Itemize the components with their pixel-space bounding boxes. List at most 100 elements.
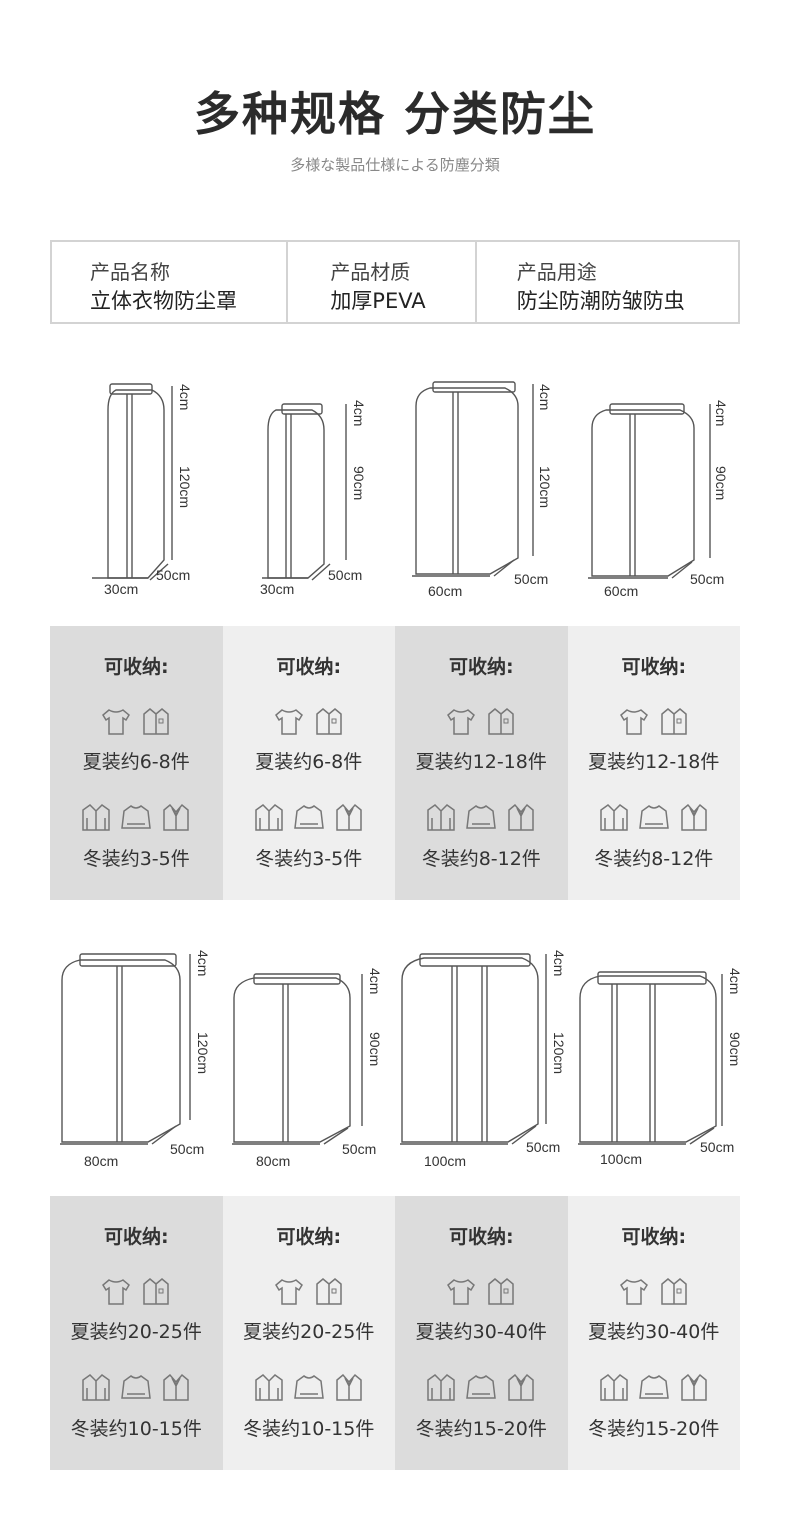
depth-label: 50cm: [156, 567, 190, 583]
info-label: 产品名称: [90, 260, 170, 284]
capacity-panel: 可收纳: 夏装约12-18件 冬装约8-12件: [395, 626, 568, 900]
winter-icons: [568, 1370, 741, 1404]
width-label: 30cm: [260, 581, 294, 597]
height-label: 120cm: [177, 466, 193, 508]
winter-icons: [568, 800, 741, 834]
summer-icons: [395, 1274, 568, 1308]
page-subtitle: 多様な製品仕様による防塵分類: [290, 156, 500, 174]
shirt-icon: [488, 1278, 514, 1305]
top-label: 4cm: [537, 384, 553, 410]
info-cell-name: 产品名称 立体衣物防尘罩: [52, 242, 289, 322]
sweater-icon: [293, 1375, 324, 1399]
jacket-icon: [600, 804, 628, 831]
size-diagrams-row-2: 80cm 50cm 4cm 120cm 80cm 50cm 4cm 90cm 1…: [0, 940, 790, 1200]
shirt-icon: [143, 708, 169, 735]
coat-icon: [508, 1373, 534, 1401]
top-label: 4cm: [367, 968, 383, 994]
summer-count: 夏装约6-8件: [255, 751, 363, 773]
product-info-table: 产品名称 立体衣物防尘罩 产品材质 加厚PEVA 产品用途 防尘防潮防皱防虫: [50, 240, 740, 324]
top-label: 4cm: [727, 968, 743, 994]
winter-icons: [223, 1370, 396, 1404]
tshirt-icon: [447, 1279, 476, 1305]
width-label: 80cm: [84, 1153, 118, 1169]
winter-icons: [395, 800, 568, 834]
info-value: 加厚PEVA: [330, 289, 426, 313]
summer-icons: [50, 704, 223, 738]
tshirt-icon: [274, 709, 303, 735]
depth-label: 50cm: [328, 567, 362, 583]
shirt-icon: [316, 1278, 342, 1305]
height-label: 120cm: [537, 466, 553, 508]
tshirt-icon: [102, 709, 131, 735]
coat-icon: [681, 1373, 707, 1401]
depth-label: 50cm: [526, 1139, 560, 1155]
height-label: 90cm: [351, 466, 367, 500]
garment-bag-diagram: [578, 971, 723, 1145]
shirt-icon: [661, 1278, 687, 1305]
coat-icon: [336, 1373, 362, 1401]
winter-count: 冬装约8-12件: [421, 848, 541, 870]
summer-icons: [568, 1274, 741, 1308]
winter-count: 冬装约3-5件: [82, 848, 190, 870]
size-diagrams-row-1: 30cm 50cm 4cm 120cm 30cm 50cm 4cm 90cm 6…: [0, 370, 790, 630]
winter-icons: [50, 800, 223, 834]
summer-icons: [568, 704, 741, 738]
capacity-grid-row-2: 可收纳: 夏装约20-25件 冬装约10-15件 可收纳: 夏装约20-25件 …: [50, 1196, 740, 1470]
capacity-caption: 可收纳:: [448, 1226, 514, 1248]
summer-count: 夏装约30-40件: [588, 1321, 720, 1343]
width-label: 30cm: [104, 581, 138, 597]
sweater-icon: [466, 805, 497, 829]
size-diagrams-svg: 30cm 50cm 4cm 120cm 30cm 50cm 4cm 90cm 6…: [92, 381, 729, 599]
top-label: 4cm: [195, 950, 211, 976]
info-label: 产品用途: [516, 260, 597, 284]
sweater-icon: [121, 1375, 152, 1399]
winter-count: 冬装约8-12件: [594, 848, 714, 870]
jacket-icon: [82, 1374, 110, 1401]
coat-icon: [163, 803, 189, 831]
sweater-icon: [121, 805, 152, 829]
summer-icons: [395, 704, 568, 738]
coat-icon: [336, 803, 362, 831]
info-cell-material: 产品材质 加厚PEVA: [288, 242, 477, 322]
summer-icons: [223, 704, 396, 738]
winter-count: 冬装约10-15件: [243, 1418, 375, 1440]
garment-bag-diagram: [232, 973, 363, 1145]
winter-count: 冬装约15-20件: [415, 1418, 547, 1440]
height-label: 90cm: [727, 1032, 743, 1066]
winter-count: 冬装约10-15件: [70, 1418, 202, 1440]
garment-bag-diagram: [92, 383, 173, 581]
summer-count: 夏装约30-40件: [415, 1321, 547, 1343]
top-label: 4cm: [177, 384, 193, 410]
capacity-caption: 可收纳:: [276, 656, 342, 678]
capacity-panel: 可收纳: 夏装约30-40件 冬装约15-20件: [395, 1196, 568, 1470]
size-diagrams-svg: 80cm 50cm 4cm 120cm 80cm 50cm 4cm 90cm 1…: [60, 950, 743, 1169]
winter-count: 冬装约15-20件: [588, 1418, 720, 1440]
capacity-panel: 可收纳: 夏装约20-25件 冬装约10-15件: [50, 1196, 223, 1470]
summer-icons: [223, 1274, 396, 1308]
sweater-icon: [466, 1375, 497, 1399]
summer-count: 夏装约20-25件: [70, 1321, 202, 1343]
width-label: 100cm: [424, 1153, 466, 1169]
jacket-icon: [427, 804, 455, 831]
width-label: 100cm: [600, 1151, 642, 1167]
height-label: 90cm: [367, 1032, 383, 1066]
shirt-icon: [143, 1278, 169, 1305]
shirt-icon: [316, 708, 342, 735]
capacity-caption: 可收纳:: [103, 656, 169, 678]
jacket-icon: [82, 804, 110, 831]
width-label: 60cm: [428, 583, 462, 599]
winter-count: 冬装约3-5件: [255, 848, 363, 870]
capacity-caption: 可收纳:: [103, 1226, 169, 1248]
jacket-icon: [427, 1374, 455, 1401]
depth-label: 50cm: [700, 1139, 734, 1155]
sweater-icon: [293, 805, 324, 829]
garment-bag-diagram: [400, 953, 547, 1145]
summer-count: 夏装约12-18件: [415, 751, 547, 773]
shirt-icon: [661, 708, 687, 735]
capacity-panel: 可收纳: 夏装约12-18件 冬装约8-12件: [567, 626, 741, 900]
garment-bag-diagram: [412, 381, 534, 577]
capacity-panel: 可收纳: 夏装约6-8件 冬装约3-5件: [222, 626, 396, 900]
height-label: 120cm: [551, 1032, 567, 1074]
tshirt-icon: [274, 1279, 303, 1305]
info-label: 产品材质: [330, 260, 411, 284]
